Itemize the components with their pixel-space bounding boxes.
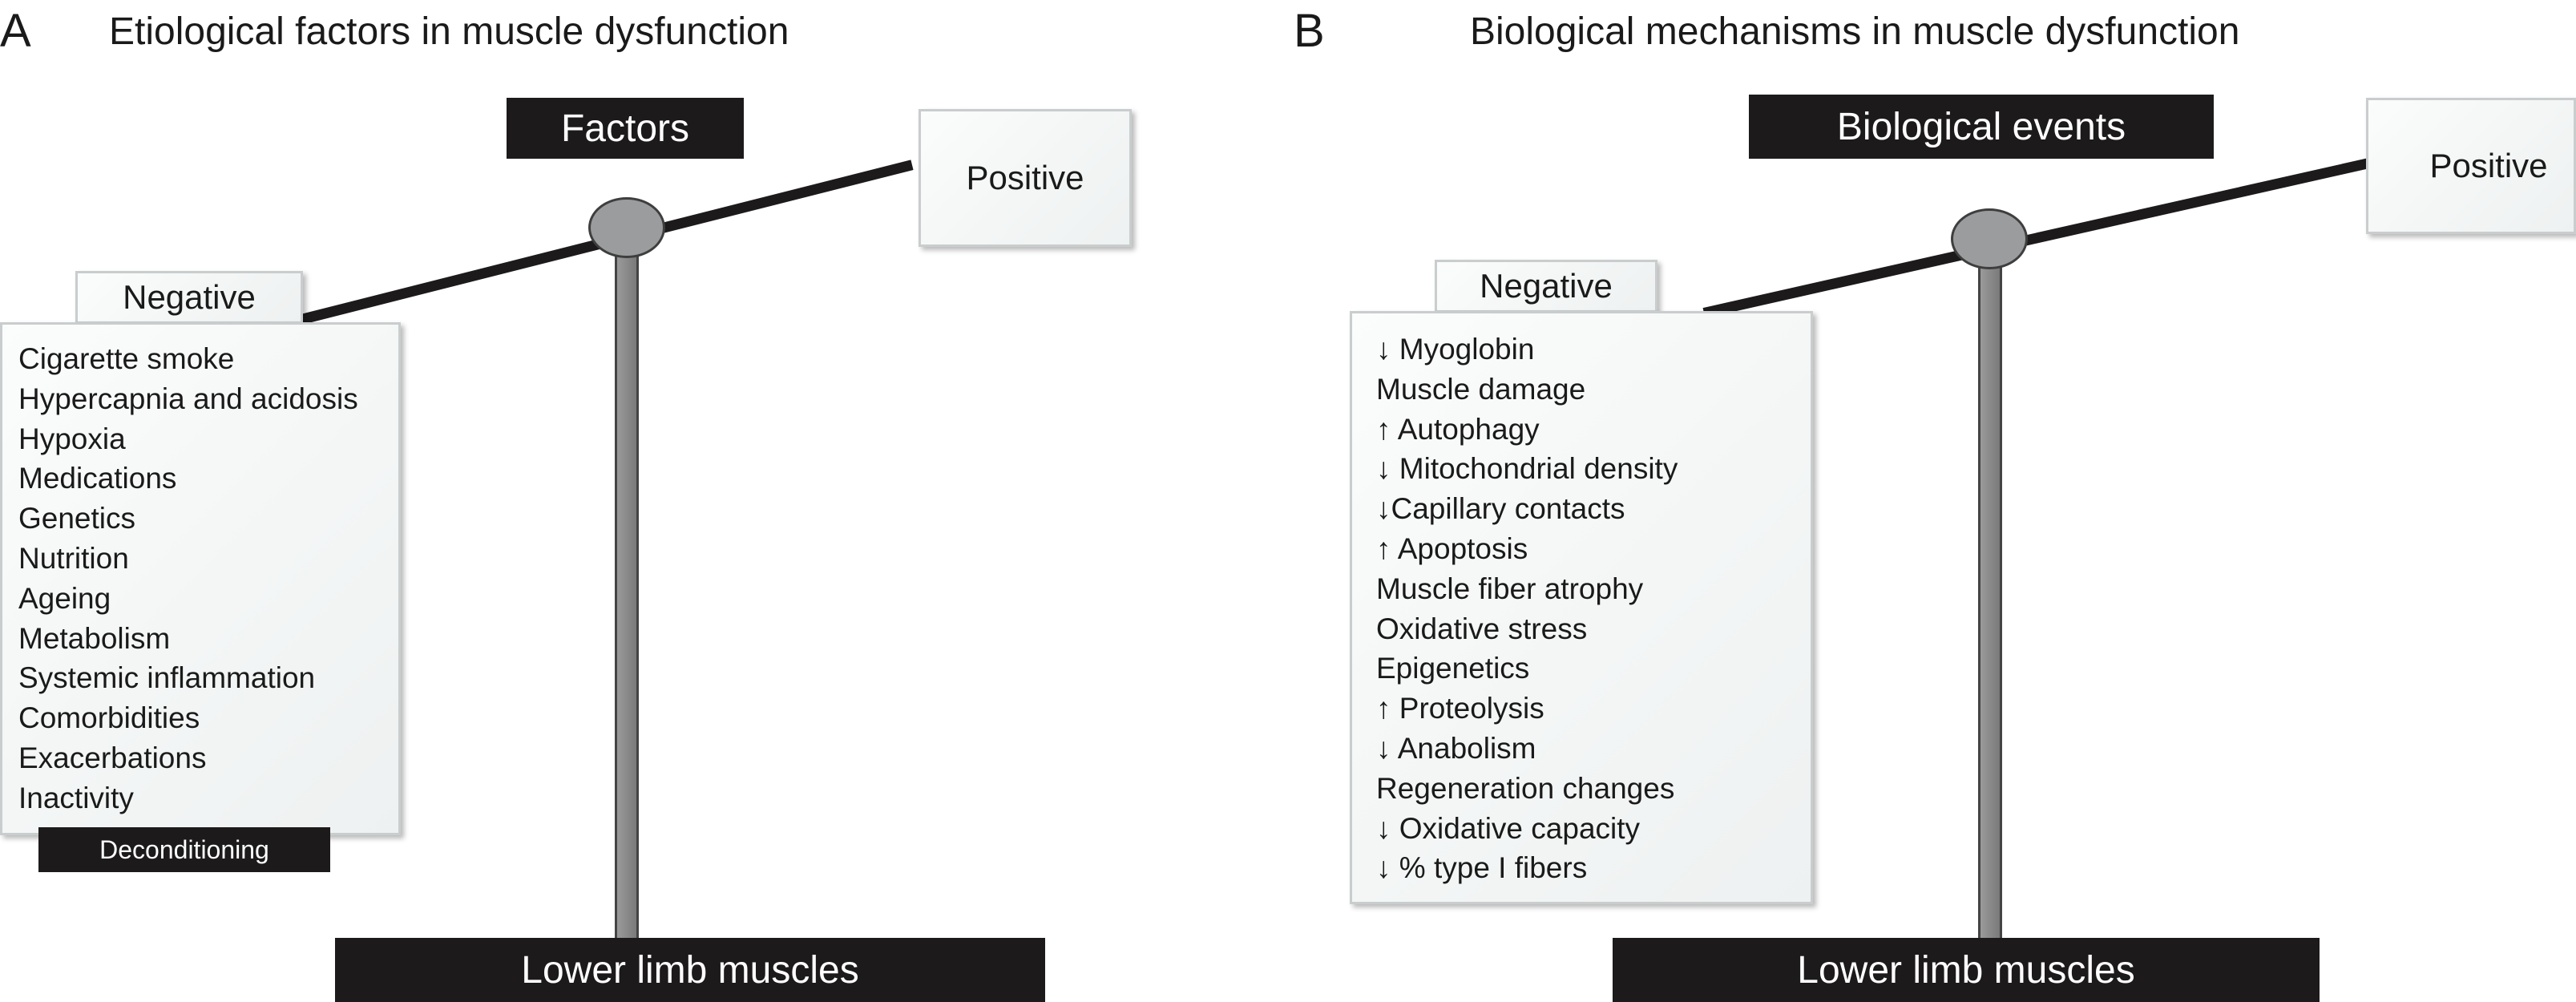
list-item: ↓ Anabolism [1376, 731, 1536, 765]
panel-title: Biological mechanisms in muscle dysfunct… [1470, 10, 2240, 53]
base-box: Lower limb muscles [1613, 938, 2320, 1002]
list-item: Comorbidities [18, 701, 200, 735]
list-item: Epigenetics [1376, 652, 1530, 685]
list-item: ↓ Mitochondrial density [1376, 452, 1678, 486]
panel-letter: A [0, 5, 31, 57]
list-item: Oxidative stress [1376, 612, 1588, 645]
balance-pivot [588, 197, 665, 258]
balance-pillar [615, 244, 639, 941]
biological-events-header-box: Biological events [1749, 95, 2214, 159]
negative-label-box: Negative [75, 271, 303, 324]
list-item: Hypercapnia and acidosis [18, 382, 358, 415]
list-item: Exacerbations [18, 741, 207, 774]
list-item: Genetics [18, 502, 136, 535]
list-item: Systemic inflammation [18, 661, 316, 695]
panel-title: Etiological factors in muscle dysfunctio… [109, 10, 789, 53]
base-box: Lower limb muscles [335, 938, 1045, 1002]
list-item: ↑ Apoptosis [1376, 531, 1528, 565]
list-item: Medications [18, 462, 177, 495]
biological-events-list: ↓ Myoglobin Muscle damage ↑ Autophagy ↓ … [1350, 311, 1813, 904]
negative-label-box: Negative [1435, 260, 1657, 313]
balance-pillar [1978, 255, 2002, 941]
positive-label: Positive [2429, 147, 2548, 184]
list-item: Inactivity [18, 781, 134, 814]
list-item: Cigarette smoke [18, 342, 235, 375]
positive-box: Positive [919, 109, 1132, 247]
list-item: Metabolism [18, 621, 171, 655]
list-item: ↓Capillary contacts [1376, 492, 1625, 526]
list-item: Muscle fiber atrophy [1376, 572, 1644, 605]
panel-a: A Etiological factors in muscle dysfunct… [0, 0, 1282, 1002]
deconditioning-tag: Deconditioning [38, 827, 330, 872]
list-item: Nutrition [18, 541, 129, 575]
list-item: Hypoxia [18, 422, 126, 455]
list-item: Muscle damage [1376, 372, 1586, 406]
list-item: ↑ Autophagy [1376, 412, 1540, 446]
positive-box: Positive [2366, 98, 2576, 234]
list-item: Regeneration changes [1376, 771, 1675, 805]
panel-b: B Biological mechanisms in muscle dysfun… [1282, 0, 2576, 1002]
panel-letter: B [1294, 5, 1325, 57]
balance-pivot [1951, 208, 2028, 269]
factors-header-box: Factors [507, 98, 744, 159]
list-item: ↓ Myoglobin [1376, 333, 1535, 366]
list-item: ↓ Oxidative capacity [1376, 811, 1641, 845]
list-item: ↑ Proteolysis [1376, 692, 1544, 725]
list-item: Ageing [18, 581, 111, 615]
negative-factors-list: Cigarette smoke Hypercapnia and acidosis… [0, 322, 401, 835]
list-item: ↓ % type I fibers [1376, 851, 1588, 885]
